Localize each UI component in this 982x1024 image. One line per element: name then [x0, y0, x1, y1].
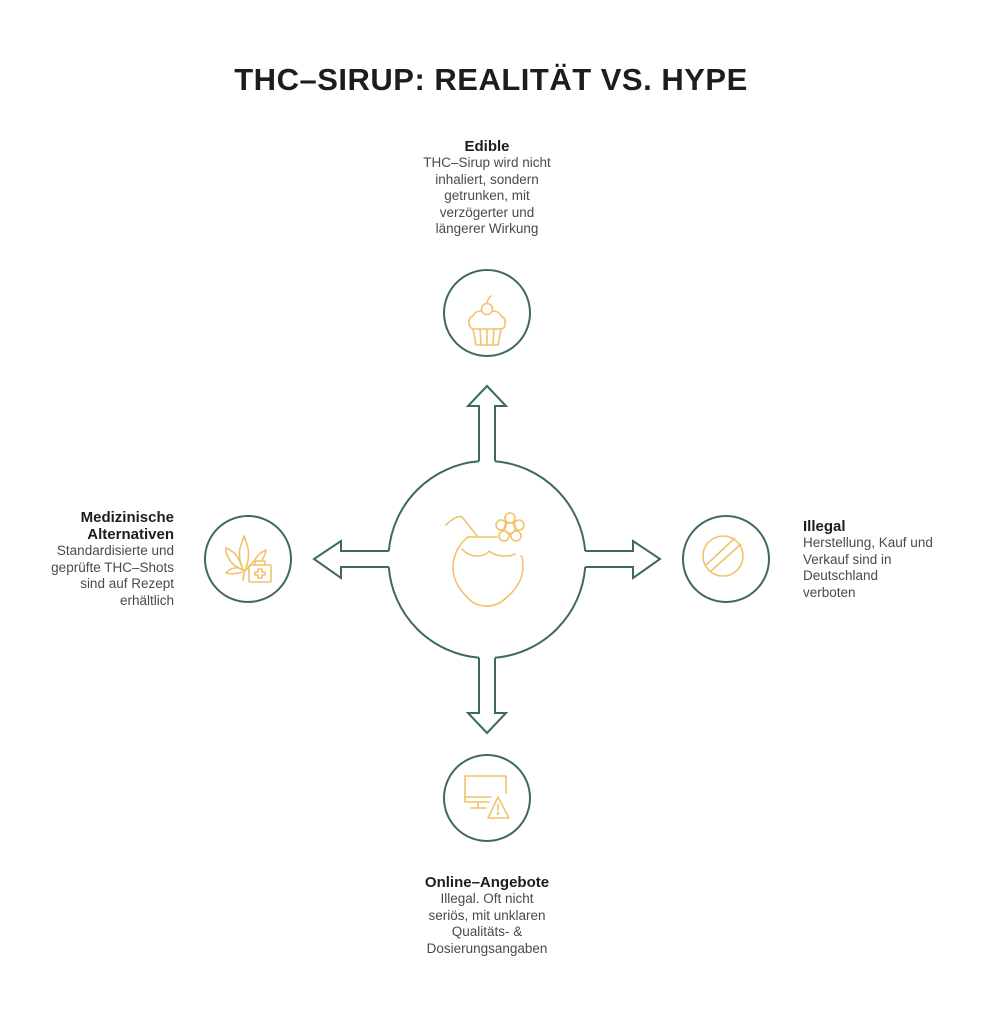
- arrow-down: [465, 657, 509, 735]
- node-text-line: längerer Wirkung: [435, 221, 539, 236]
- coconut-drink-flower-icon: [445, 512, 525, 607]
- node-text-line: geprüfte THC–Shots: [51, 559, 174, 575]
- node-text-line: Herstellung, Kauf und: [803, 535, 933, 550]
- node-text-line: seriös, mit unklaren: [428, 907, 546, 923]
- arrow-right: [585, 539, 662, 580]
- node-text-line: Verkauf sind in: [803, 551, 892, 567]
- node-heading-left-2: Alternativen: [87, 526, 174, 543]
- node-circle-top: [443, 269, 531, 357]
- computer-warning-icon: [464, 775, 510, 819]
- prohibited-sign-icon: [702, 535, 744, 577]
- cupcake-icon: [468, 295, 506, 346]
- node-label-right: Illegal Herstellung, Kauf und Verkauf si…: [803, 518, 978, 601]
- node-text-line: Deutschland: [803, 568, 879, 583]
- node-text-line: Illegal. Oft nicht: [440, 891, 534, 906]
- central-circle-outline: [387, 460, 587, 659]
- cannabis-leaf-medical-kit-icon: [224, 535, 272, 583]
- page-title: THC–SIRUP: REALITÄT VS. HYPE: [234, 62, 748, 97]
- node-heading-left-1: Medizinische: [80, 509, 174, 526]
- node-label-left: Medizinische Alternativen Standardisiert…: [20, 509, 174, 609]
- arrow-up: [465, 384, 509, 462]
- node-circle-right: [682, 515, 770, 603]
- node-text-line: sind auf Rezept: [80, 576, 174, 591]
- node-heading-bottom: Online–Angebote: [424, 874, 550, 891]
- central-hub: [312, 384, 662, 735]
- node-text-line: inhaliert, sondern: [435, 171, 539, 187]
- node-label-bottom: Online–Angebote Illegal. Oft nicht seriö…: [387, 874, 587, 957]
- node-label-top: Edible THC–Sirup wird nicht inhaliert, s…: [387, 138, 587, 238]
- node-text-line: verboten: [803, 584, 856, 600]
- node-text-line: erhältlich: [119, 592, 174, 608]
- node-heading-top: Edible: [464, 138, 510, 155]
- node-text-line: getrunken, mit: [444, 188, 530, 203]
- node-text-line: verzögerter und: [439, 204, 535, 220]
- node-circle-bottom: [443, 754, 531, 842]
- node-text-line: THC–Sirup wird nicht: [423, 155, 551, 170]
- node-heading-right: Illegal: [803, 518, 846, 535]
- node-text-line: Dosierungsangaben: [426, 940, 548, 956]
- node-circle-left: [204, 515, 292, 603]
- node-text-line: Qualitäts- &: [451, 924, 523, 939]
- arrow-left: [312, 539, 389, 580]
- node-text-line: Standardisierte und: [56, 543, 174, 558]
